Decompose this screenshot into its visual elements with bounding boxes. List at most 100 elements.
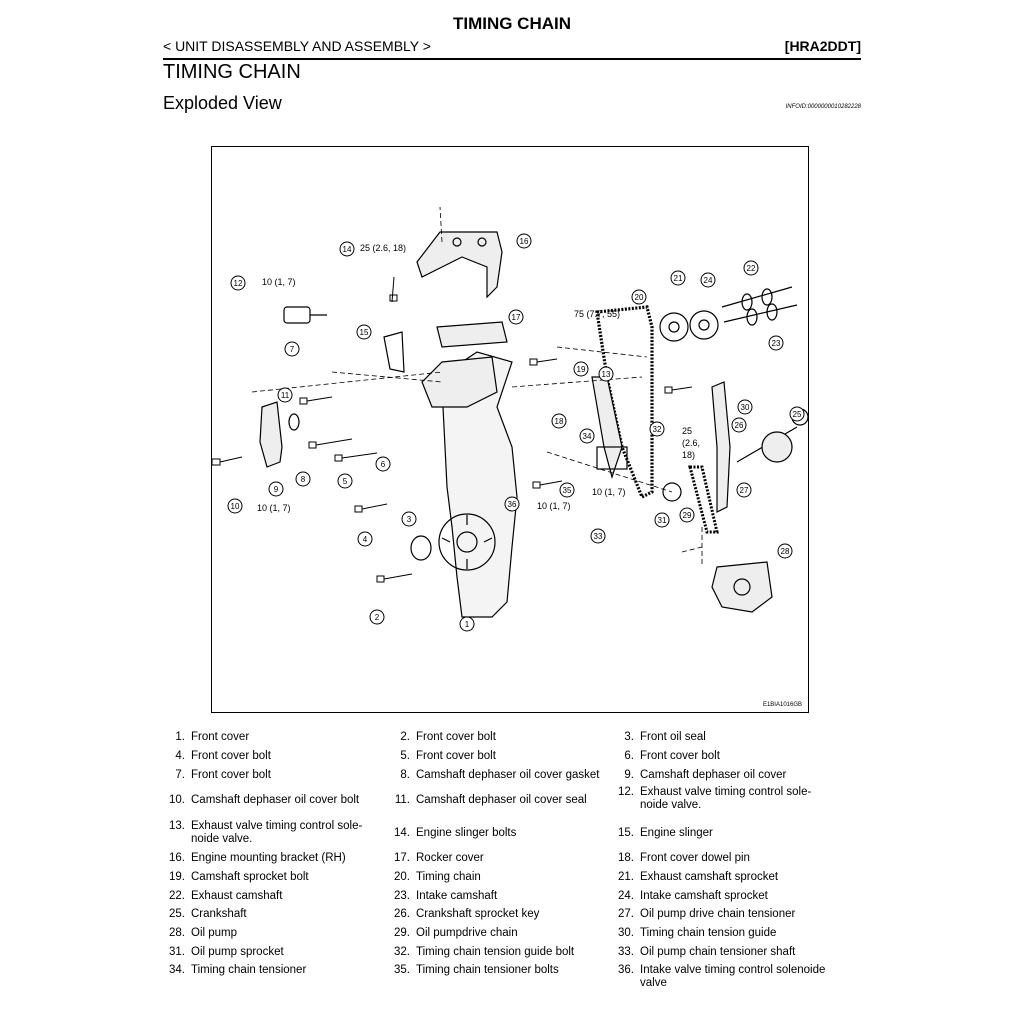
callout-circle (768, 335, 784, 351)
callout-circle (679, 507, 695, 523)
legend-number: 28. (169, 927, 185, 939)
legend-part-name: Oil pump drive chain tensioner (640, 908, 796, 920)
callout-circle (598, 366, 614, 382)
callout-circle (737, 399, 753, 415)
legend-part-name: Intake camshaft (416, 890, 498, 902)
callout-number: 27 (740, 486, 749, 495)
legend-part-name: Rocker cover (416, 852, 484, 864)
legend-part-name: Exhaust valve timing control sole-noide … (191, 820, 363, 845)
legend-number: 27. (618, 908, 634, 920)
callout-circle (700, 272, 716, 288)
legend-number: 12. (618, 786, 634, 798)
callout-number: 30 (741, 403, 750, 412)
section-header: < UNIT DISASSEMBLY AND ASSEMBLY > [HRA2D… (163, 38, 861, 58)
legend-part-name: Front cover dowel pin (640, 852, 750, 864)
torque-spec: 10 (1, 7) (592, 487, 626, 497)
callout-circle (277, 387, 293, 403)
callout-circle (631, 289, 647, 305)
callout-circle (559, 482, 575, 498)
callout-number: 17 (512, 313, 521, 322)
callout-circle (227, 498, 243, 514)
legend-number: 34. (169, 964, 185, 976)
legend-part-name: Front cover bolt (416, 731, 496, 743)
callout-number: 8 (301, 475, 306, 484)
legend-part-name: Exhaust camshaft (191, 890, 283, 902)
callout-number: 35 (563, 486, 572, 495)
callout-number: 36 (508, 500, 517, 509)
legend-part-name: Engine mounting bracket (RH) (191, 852, 346, 864)
callout-number: 12 (234, 279, 243, 288)
header-rule (163, 58, 861, 60)
callout-circle (401, 511, 417, 527)
legend-number: 36. (618, 964, 634, 976)
legend-part-name: Timing chain tensioner bolts (416, 964, 559, 976)
callout-circle (230, 275, 246, 291)
callout-circle (579, 428, 595, 444)
callout-number: 19 (577, 365, 586, 374)
callout-circle (516, 233, 532, 249)
callout-circle (356, 324, 372, 340)
legend-part-name: Exhaust camshaft sprocket (640, 871, 779, 883)
callout-number: 5 (343, 477, 348, 486)
legend-number: 8. (400, 769, 410, 781)
legend-part-name: Oil pumpdrive chain (416, 927, 518, 939)
callout-circle (670, 270, 686, 286)
legend-part-name: Oil pump sprocket (191, 946, 284, 958)
callout-number: 26 (735, 421, 744, 430)
callout-number: 14 (343, 245, 352, 254)
legend-part-name: Timing chain tension guide (640, 927, 777, 939)
legend-part-name: Engine slinger bolts (416, 827, 517, 839)
legend-number: 5. (400, 750, 410, 762)
legend-number: 31. (169, 946, 185, 958)
legend-part-name: Camshaft sprocket bolt (191, 871, 309, 883)
legend-number: 3. (624, 731, 634, 743)
page-heading: TIMING CHAIN (163, 61, 301, 83)
legend-part-name: Intake valve timing control solenoide va… (640, 964, 826, 989)
legend-part-name: Crankshaft (191, 908, 247, 920)
legend-part-name: Front cover bolt (640, 750, 720, 762)
legend-number: 13. (169, 820, 185, 832)
callout-circle (339, 241, 355, 257)
torque-spec: (2.6, (682, 438, 700, 448)
callout-circle (590, 528, 606, 544)
legend-number: 1. (175, 731, 185, 743)
legend-number: 30. (618, 927, 634, 939)
callout-circle (789, 406, 805, 422)
callout-circle (504, 496, 520, 512)
legend-number: 23. (394, 890, 410, 902)
callout-circle (369, 609, 385, 625)
legend-part-name: Camshaft dephaser oil cover gasket (416, 769, 600, 781)
legend-part-name: Crankshaft sprocket key (416, 908, 540, 920)
callout-number: 6 (381, 460, 386, 469)
legend-number: 4. (175, 750, 185, 762)
legend-part-name: Camshaft dephaser oil cover (640, 769, 787, 781)
callout-circle (284, 341, 300, 357)
legend-number: 24. (618, 890, 634, 902)
section-name: < UNIT DISASSEMBLY AND ASSEMBLY > (163, 38, 431, 54)
callout-number: 3 (407, 515, 412, 524)
callout-number: 7 (290, 345, 295, 354)
legend-part-name: Front cover (191, 731, 250, 743)
torque-spec: 25 (2.6, 18) (360, 243, 406, 253)
legend-part-name: Front cover bolt (191, 769, 271, 781)
legend-part-name: Timing chain tension guide bolt (416, 946, 575, 958)
legend-number: 11. (394, 794, 410, 806)
legend-number: 35. (394, 964, 410, 976)
legend-number: 10. (169, 794, 185, 806)
callout-number: 13 (602, 370, 611, 379)
callout-number: 20 (635, 293, 644, 302)
callout-circle (375, 456, 391, 472)
callout-number: 23 (772, 339, 781, 348)
legend-number: 2. (400, 731, 410, 743)
legend-number: 15. (618, 827, 634, 839)
callout-circle (654, 512, 670, 528)
legend-number: 21. (618, 871, 634, 883)
legend-part-name: Oil pump (191, 927, 238, 939)
callout-circle (743, 260, 759, 276)
callout-number: 33 (594, 532, 603, 541)
legend-number: 26. (394, 908, 410, 920)
legend-number: 14. (394, 827, 410, 839)
legend-number: 6. (624, 750, 634, 762)
callout-number: 31 (658, 516, 667, 525)
